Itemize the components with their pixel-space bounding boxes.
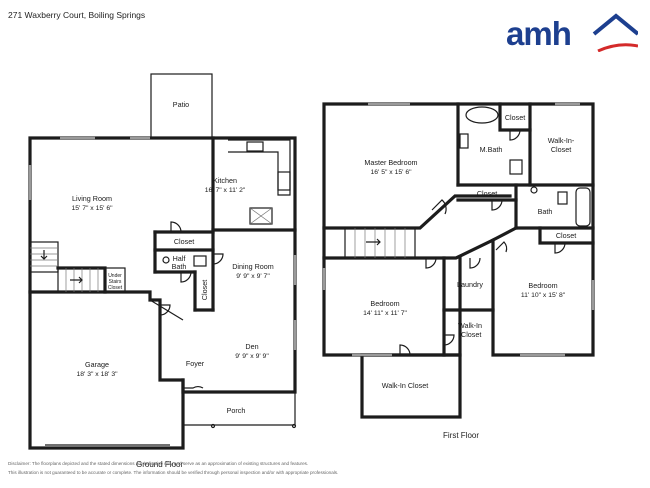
closet-right-label: Closet xyxy=(556,231,576,240)
bedroom-right-label: Bedroom xyxy=(528,281,557,290)
front-door xyxy=(183,386,204,389)
kitchen-sink-icon xyxy=(246,141,264,152)
den-label: Den xyxy=(245,342,258,351)
bath-toilet-icon xyxy=(557,191,568,205)
mbath-label: M.Bath xyxy=(480,145,503,154)
half-bath-label-1: Half xyxy=(173,254,186,263)
sink-icon xyxy=(162,256,170,264)
porch-label: Porch xyxy=(227,406,246,415)
bath-sink-icon xyxy=(530,186,538,194)
stove-icon xyxy=(277,171,291,191)
first-floor-plan: Master Bedroom 16' 5" x 15' 6" M.Bath Cl… xyxy=(322,102,595,419)
garage-label: Garage xyxy=(85,360,109,369)
walkin-top-label-2: Closet xyxy=(551,145,571,154)
first-floor-label: First Floor xyxy=(443,431,479,440)
upper-stair-arrow-icon xyxy=(366,238,381,246)
ground-stairs-upper xyxy=(29,241,59,273)
kitchen-counter xyxy=(228,139,291,196)
closet-vertical-label: Closet xyxy=(200,280,209,300)
walkin-bottom-wall xyxy=(360,353,462,419)
under-stairs-label-3: Closet xyxy=(108,285,123,291)
garage-entry-angle xyxy=(149,299,184,321)
walkin-bottom-door xyxy=(399,344,411,356)
kitchen-island xyxy=(249,207,273,225)
ground-floor-label: Ground Floor xyxy=(136,460,184,469)
halfbath-door xyxy=(180,271,192,283)
bedroom-left-label: Bedroom xyxy=(370,299,399,308)
under-stairs-label-1: Under xyxy=(108,273,122,279)
house-roof-icon xyxy=(592,13,638,52)
porch-outline xyxy=(182,392,296,426)
walkin-mid-door xyxy=(443,334,455,346)
master-bedroom-label: Master Bedroom xyxy=(364,158,417,167)
closet-top-door xyxy=(509,129,521,141)
laundry-door xyxy=(469,257,481,269)
mbath-shower-icon xyxy=(459,133,469,149)
garage-dims: 18' 3" x 18' 3" xyxy=(76,371,118,378)
dining-room-label: Dining Room xyxy=(232,262,274,271)
closet-mid-label: Closet xyxy=(477,189,497,198)
under-stairs-label-2: Stairs xyxy=(109,279,122,285)
brand-wordmark: amh xyxy=(506,15,572,52)
disclaimer-line-1: Disclaimer: The floorplans depicted and … xyxy=(8,461,309,466)
foyer-label: Foyer xyxy=(186,359,205,368)
hall-diagonal xyxy=(490,225,519,243)
bedroom-right-dims: 11' 10" x 15' 8" xyxy=(521,292,566,299)
stair-down-arrow-icon xyxy=(40,250,48,260)
bath-label: Bath xyxy=(538,207,553,216)
kitchen-dims: 16' 7" x 11' 2" xyxy=(205,187,246,194)
bedroom-left-dims: 14' 11" x 11' 7" xyxy=(363,310,407,317)
walkin-bottom-label: Walk-In Closet xyxy=(382,381,428,390)
closet-right-wall xyxy=(538,226,595,245)
dining-door xyxy=(212,253,224,265)
patio-label: Patio xyxy=(173,100,189,109)
toilet-icon xyxy=(193,255,207,267)
bath-tub-icon xyxy=(575,187,591,227)
dining-room-dims: 9' 9" x 9' 7" xyxy=(236,273,270,280)
upper-stairs xyxy=(344,227,416,259)
walkin-mid-label-2: -Closet xyxy=(459,330,482,339)
closet-door xyxy=(170,221,182,233)
laundry-label: Laundry xyxy=(457,280,483,289)
walkin-mid-label-1: Walk-In xyxy=(458,321,482,330)
property-address: 271 Waxberry Court, Boiling Springs xyxy=(8,10,146,20)
walkin-top-label-1: Walk-In- xyxy=(548,136,575,145)
living-room-label: Living Room xyxy=(72,194,112,203)
stair-right-arrow-icon xyxy=(70,276,83,284)
half-bath-label-2: Bath xyxy=(172,262,187,271)
master-bedroom-dims: 16' 5" x 15' 6" xyxy=(370,169,412,176)
closet-label: Closet xyxy=(174,237,194,246)
brand-logo: amh xyxy=(506,12,638,52)
garage-door-swing xyxy=(159,304,171,316)
closet-mid-door xyxy=(491,199,503,211)
closet-right-door xyxy=(554,242,566,254)
under-stairs-closet-outline xyxy=(104,267,126,293)
bedroom-left-door xyxy=(425,257,437,269)
toilet-icon xyxy=(509,159,523,175)
bedroom-right-door xyxy=(495,241,508,253)
kitchen-label: Kitchen xyxy=(213,176,237,185)
living-room-dims: 15' 7" x 15' 6" xyxy=(71,205,113,212)
closet-top-label: Closet xyxy=(505,113,525,122)
ground-floor-plan: Patio Kitchen 16' 7" x 11' 2" Living Roo… xyxy=(28,73,297,450)
master-door xyxy=(431,199,447,215)
den-dims: 9' 9" x 9' 9" xyxy=(235,353,269,360)
bathtub-icon xyxy=(465,106,499,124)
disclaimer-line-2: This illustration is not guaranteed to b… xyxy=(8,470,339,475)
